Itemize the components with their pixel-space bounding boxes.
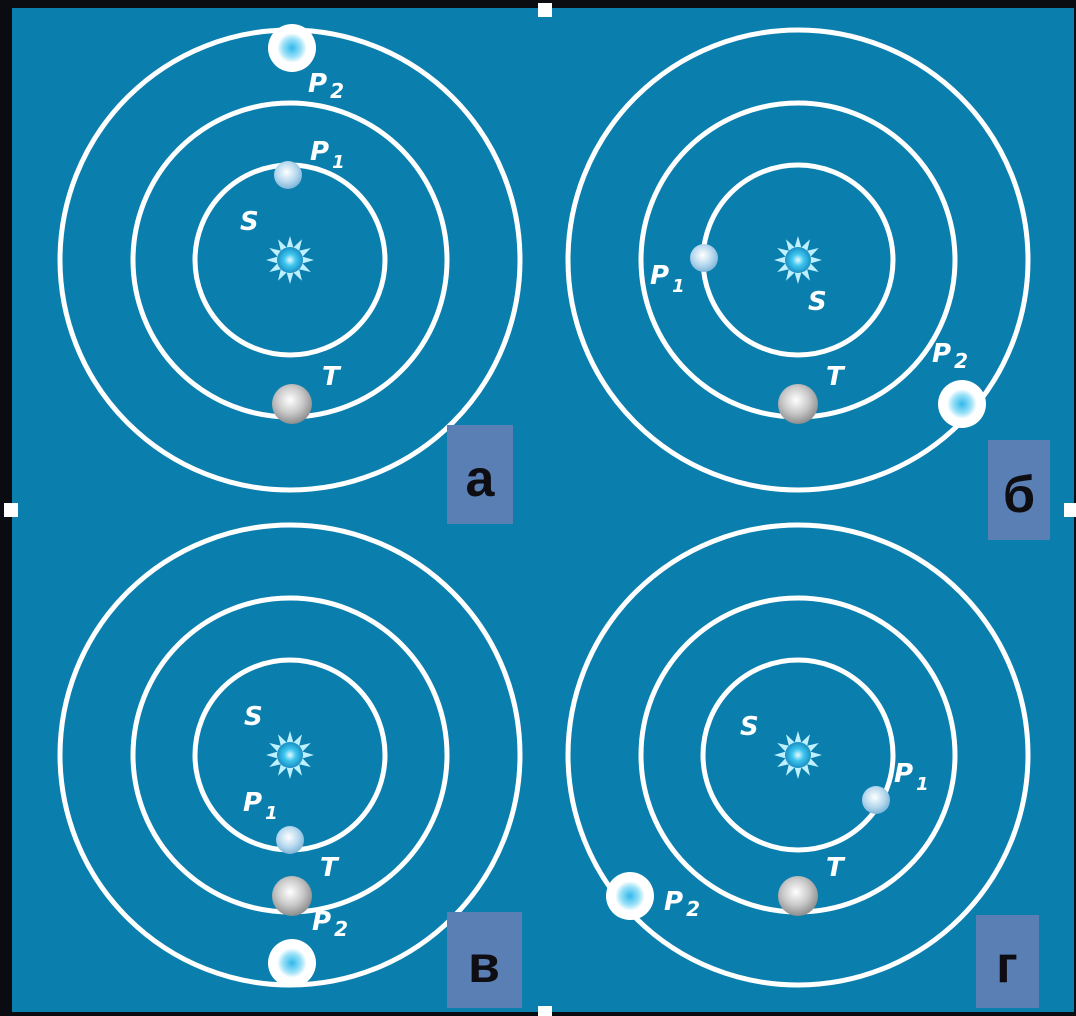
panel-letter: в (468, 936, 500, 994)
planet-icon (862, 786, 890, 814)
resize-handle[interactable] (4, 503, 18, 517)
planet-icon (938, 380, 986, 428)
panel-letter-box (988, 440, 1050, 540)
earth-label: T (322, 362, 342, 392)
panel-letter-box (447, 912, 522, 1008)
sun-label: S (808, 287, 827, 317)
earth-icon (272, 876, 312, 916)
planet-icon (268, 24, 316, 72)
sun-core (277, 742, 303, 768)
sun-core (785, 742, 811, 768)
sun-icon (266, 731, 314, 779)
planet-icon (606, 872, 654, 920)
sun-icon (266, 236, 314, 284)
earth-icon (778, 384, 818, 424)
sun-label: S (740, 712, 759, 742)
earth-label: T (320, 853, 340, 883)
resize-handle[interactable] (1064, 503, 1076, 517)
orbit-outer (565, 522, 1031, 988)
planet-icon (276, 826, 304, 854)
resize-handle[interactable] (538, 1006, 552, 1016)
sun-core (785, 247, 811, 273)
orbit-outer (565, 27, 1031, 493)
panel-letter: г (996, 936, 1018, 994)
panel-letter-box (447, 425, 513, 524)
planet-icon (274, 161, 302, 189)
diagram-background (12, 8, 1074, 1012)
resize-handle[interactable] (538, 3, 552, 17)
orbit-inner (700, 657, 896, 853)
sun-icon (774, 236, 822, 284)
sun-label: S (244, 702, 263, 732)
earth-icon (778, 876, 818, 916)
earth-label: T (826, 362, 846, 392)
panel-letter: а (466, 450, 496, 508)
planet-icon (690, 244, 718, 272)
earth-icon (272, 384, 312, 424)
planet-icon (268, 939, 316, 987)
sun-core (277, 247, 303, 273)
earth-label: T (826, 853, 846, 883)
sun-label: S (240, 207, 259, 237)
panel-letter: б (1003, 466, 1035, 524)
sun-icon (774, 731, 822, 779)
panel-letter-box (976, 915, 1039, 1008)
selection-handles (4, 3, 1076, 1016)
